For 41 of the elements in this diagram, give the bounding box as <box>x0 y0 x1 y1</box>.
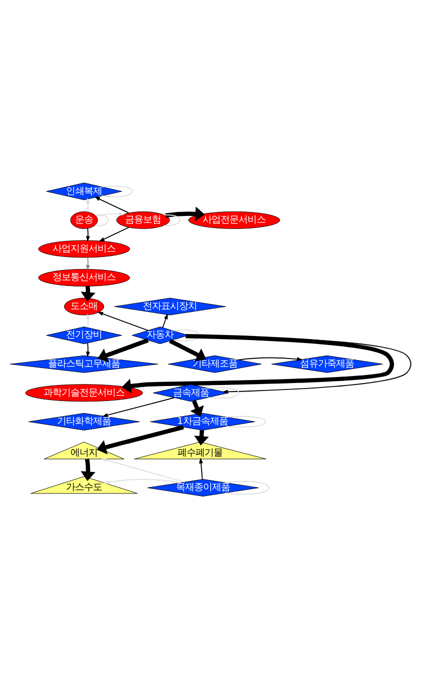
arrow <box>98 338 149 362</box>
arrow <box>165 206 205 221</box>
node-diamond: 기타제조품 <box>168 354 262 372</box>
arrow <box>94 196 130 213</box>
connector <box>173 329 200 341</box>
connector <box>94 214 109 226</box>
connector <box>164 214 181 226</box>
arrow <box>86 342 90 357</box>
arrow <box>97 311 148 330</box>
node-diamond: 전자표시장치 <box>114 297 226 315</box>
arrow <box>86 197 90 212</box>
arrow <box>238 356 303 361</box>
connector <box>226 415 266 427</box>
node-ellipse: 사업지원서비스 <box>38 240 130 258</box>
arrow <box>122 334 394 393</box>
connector <box>224 480 270 494</box>
node-diamond: 전기장비 <box>46 326 122 344</box>
arrow <box>86 313 90 328</box>
arrow <box>190 400 204 416</box>
arrow <box>80 458 96 480</box>
arrow <box>101 458 186 482</box>
arrow <box>162 312 168 328</box>
arrow <box>199 457 203 480</box>
node-ellipse: 사업전문서비스 <box>188 210 280 228</box>
arrow <box>103 478 182 484</box>
arrow <box>98 226 130 242</box>
connector <box>208 386 240 398</box>
arrow <box>86 256 90 270</box>
connector <box>101 185 133 197</box>
arrow <box>96 424 184 454</box>
node-diamond: 1차금속제품 <box>150 412 256 430</box>
node-diamond: 자동차 <box>132 326 188 344</box>
node-diamond: 목재종이제품 <box>147 478 259 496</box>
arrow <box>86 227 90 242</box>
node-ellipse: 과학기술전문서비스 <box>25 384 143 402</box>
node-ellipse: 운송 <box>70 210 98 228</box>
arrow <box>169 338 206 362</box>
arrow <box>96 212 125 216</box>
arrow <box>102 396 175 417</box>
node-ellipse: 정보통신서비스 <box>38 268 130 286</box>
node-diamond: 플라스틱고무제품 <box>10 354 158 372</box>
